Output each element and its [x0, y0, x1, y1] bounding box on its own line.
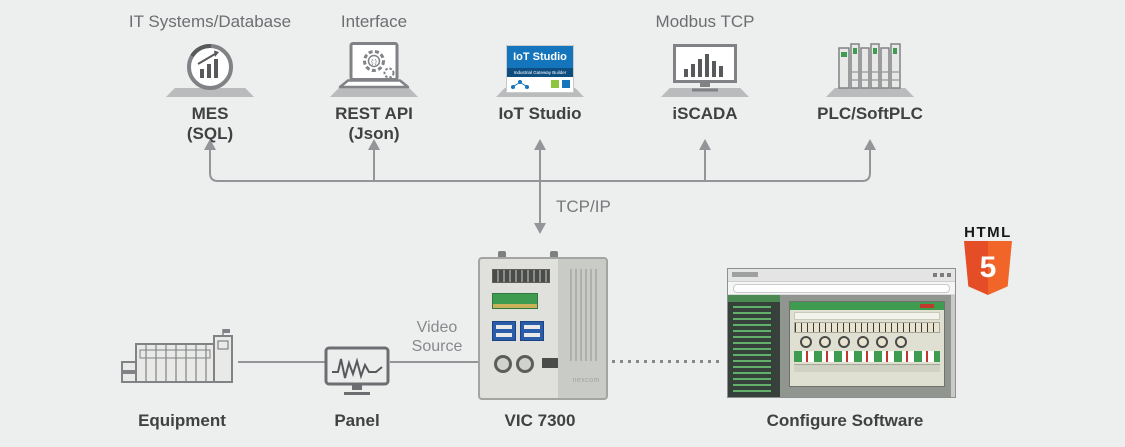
menu-header: [728, 295, 780, 302]
browser-content: [728, 295, 955, 397]
browser-titlebar: [728, 269, 955, 282]
arrow-down-tcpip: [534, 223, 546, 234]
iot-studio-logo-footer: [507, 77, 573, 92]
iot-studio-logo-title: IoT Studio: [507, 46, 573, 68]
equipment-label: Equipment: [138, 411, 226, 430]
vic-7300-label: VIC 7300: [504, 411, 576, 430]
video-source-line1: Video: [416, 319, 458, 336]
scada-titlebar: [790, 302, 944, 310]
dial-icon: [800, 336, 812, 348]
antenna-connector-icon: [550, 251, 558, 259]
plc-label: PLC/SoftPLC: [817, 104, 923, 123]
arrow-up-iscada: [699, 139, 711, 150]
mes-label: MES (SQL): [187, 104, 233, 144]
label-it-systems-database: IT Systems/Database: [128, 12, 292, 31]
vic-chassis: nexcom: [478, 257, 608, 400]
dial-icon: [895, 336, 907, 348]
scada-dial-row: [800, 336, 934, 348]
device-brand-text: nexcom: [572, 377, 600, 384]
software-main-view: [780, 295, 955, 397]
icon-shadow: [166, 88, 254, 97]
power-connector: [542, 358, 558, 368]
m12-connector: [494, 355, 512, 373]
arrow-up-iot-studio: [534, 139, 546, 150]
arrow-up-mes: [204, 139, 216, 150]
icon-shadow: [661, 88, 749, 97]
scada-alert-indicator: [920, 304, 934, 308]
panel-monitor-icon: [324, 346, 390, 395]
iot-studio-logo-subtitle: Industrial Gateway Builder: [507, 68, 573, 77]
dial-icon: [876, 336, 888, 348]
gear-glyph: {:}: [371, 60, 377, 66]
menu-tree-items: [733, 306, 771, 393]
scada-status-row: [794, 312, 940, 320]
browser-toolbar: [728, 282, 955, 295]
mes-analytics-icon: [187, 44, 233, 90]
m12-connector: [516, 355, 534, 373]
icon-shadow: [826, 88, 914, 97]
tcp-ip-label: TCP/IP: [556, 197, 611, 216]
dial-icon: [857, 336, 869, 348]
html5-wordmark: HTML: [964, 224, 1012, 241]
equipment-machine-icon: [121, 329, 233, 383]
rest-api-laptop-icon: {:}: [338, 42, 410, 89]
scada-io-cells: [794, 351, 940, 362]
window-controls: [933, 273, 951, 277]
mes-label-line1: MES: [191, 104, 229, 123]
html5-shield-logo: 5: [964, 241, 1012, 295]
equipment-panel-link: [238, 361, 326, 363]
vic-7300-device: nexcom: [478, 250, 608, 400]
video-source-label: Video Source: [412, 318, 463, 356]
browser-logo: [732, 272, 758, 277]
html5-digit: 5: [979, 251, 997, 284]
rest-api-label-line1: REST API: [335, 104, 413, 123]
configure-software-label: Configure Software: [766, 411, 924, 430]
scada-footer: [794, 364, 940, 372]
icon-shadow: [330, 88, 418, 97]
arrow-up-rest-api: [368, 139, 380, 150]
panel-label: Panel: [334, 411, 380, 430]
scrollbar: [951, 295, 955, 397]
dial-icon: [838, 336, 850, 348]
terminal-block-port: [492, 269, 550, 283]
usb-ports: [492, 321, 516, 341]
iscada-label: iSCADA: [672, 104, 738, 123]
blue-app-icon: [562, 80, 570, 88]
vent-grille: [570, 269, 600, 361]
panel-vic-link: [390, 361, 478, 363]
configure-software-window: [727, 268, 956, 398]
iot-studio-label: IoT Studio: [498, 104, 582, 123]
antenna-connector-icon: [498, 251, 506, 259]
scada-scale-bar: [794, 322, 940, 333]
label-modbus-tcp: Modbus TCP: [655, 12, 755, 31]
mes-label-line2: (SQL): [186, 124, 234, 143]
pcie-slot: [492, 293, 538, 309]
plc-rack-icon: [838, 43, 901, 89]
scada-panel-screen: [789, 301, 945, 387]
iot-studio-logo: IoT Studio Industrial Gateway Builder: [507, 46, 573, 92]
address-field: [733, 284, 950, 293]
icon-shadow: [496, 88, 584, 97]
network-nodes-icon: [511, 80, 529, 89]
software-menu-sidebar: [728, 295, 780, 397]
vic-software-dotted-link: [612, 360, 724, 363]
video-source-line2: Source: [411, 338, 463, 355]
green-app-icon: [551, 80, 559, 88]
usb-ports: [520, 321, 544, 341]
iscada-monitor-icon: [673, 44, 737, 92]
dial-icon: [819, 336, 831, 348]
label-interface: Interface: [340, 12, 408, 31]
rest-api-label: REST API (Json): [335, 104, 413, 144]
rest-api-label-line2: (Json): [348, 124, 400, 143]
arrow-up-plc: [864, 139, 876, 150]
